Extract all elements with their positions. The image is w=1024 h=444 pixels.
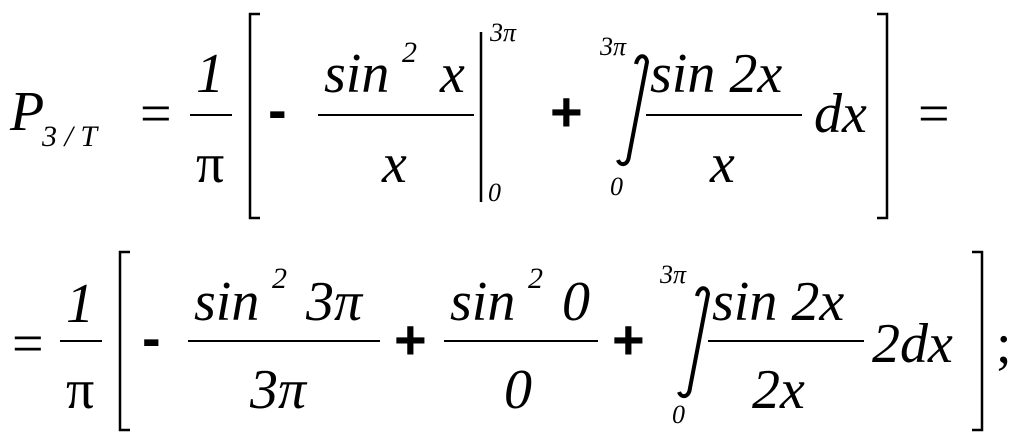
sin-function: sin — [324, 43, 390, 105]
semicolon: ; — [996, 313, 1012, 375]
integral-upper-limit: 3π — [600, 32, 627, 61]
minus-sign: - — [142, 306, 161, 369]
evaluation-upper-limit: 3π — [490, 18, 517, 47]
fraction-denominator: x — [710, 133, 735, 195]
fraction-bar — [444, 340, 598, 342]
differential: 2dx — [872, 313, 953, 375]
fraction-bar — [646, 114, 802, 116]
integral-sign-1 — [616, 54, 650, 167]
left-bracket-2 — [118, 250, 130, 432]
plus-sign: + — [612, 308, 645, 371]
evaluation-lower-limit: 0 — [488, 178, 501, 207]
fraction-denominator: 0 — [504, 359, 532, 421]
fraction-bar — [708, 340, 864, 342]
integral-upper-limit: 3π — [660, 260, 687, 289]
plus-sign: + — [394, 308, 427, 371]
fraction-numerator: sin 2x — [712, 271, 845, 333]
power-subscript: 3 / T — [42, 120, 98, 153]
integral-lower-limit: 0 — [610, 172, 623, 201]
fraction-denominator: 2x — [752, 359, 805, 421]
fraction-denominator: π — [196, 133, 225, 195]
plus-sign: + — [550, 80, 583, 143]
left-bracket-1 — [248, 12, 260, 220]
power-symbol: P — [10, 81, 45, 143]
fraction-denominator: π — [66, 359, 95, 421]
fraction-numerator: sin 2x — [650, 43, 783, 105]
fraction-bar — [188, 340, 380, 342]
fraction-bar — [318, 114, 474, 116]
exponent: 2 — [528, 262, 543, 295]
integral-sign-2 — [677, 286, 711, 399]
equals-sign: = — [918, 83, 950, 145]
differential: dx — [814, 83, 867, 145]
fraction-numerator: 1 — [66, 273, 94, 335]
fraction-numerator: 1 — [196, 43, 224, 105]
right-bracket-1 — [877, 12, 889, 220]
function-argument: 3π — [306, 271, 363, 333]
fraction-bar — [60, 340, 102, 342]
fraction-denominator: 3π — [250, 359, 307, 421]
fraction-bar — [190, 114, 232, 116]
function-argument: 0 — [562, 271, 590, 333]
fraction-denominator: x — [382, 133, 407, 195]
sin-function: sin — [194, 271, 260, 333]
exponent: 2 — [272, 262, 287, 295]
minus-sign: - — [268, 78, 287, 141]
equals-sign: = — [140, 83, 172, 145]
exponent: 2 — [402, 36, 417, 69]
variable-x: x — [440, 43, 465, 105]
equals-sign: = — [12, 313, 44, 375]
sin-function: sin — [450, 271, 516, 333]
right-bracket-2 — [972, 250, 984, 432]
integral-lower-limit: 0 — [672, 400, 685, 429]
